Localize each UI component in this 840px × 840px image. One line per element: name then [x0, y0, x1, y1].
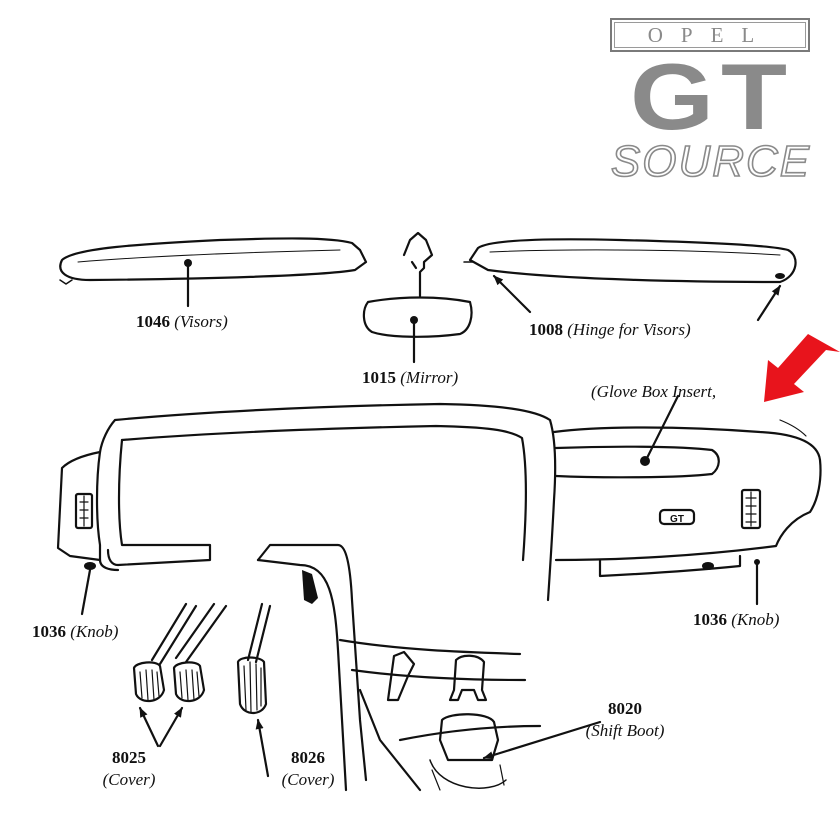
logo-source-text: SOURCE [610, 137, 812, 187]
dashboard-drawing [56, 402, 822, 792]
cover-8025-arrow-a [138, 706, 160, 748]
part-number-shift-boot: 8020 [608, 699, 642, 718]
label-cover-8025: 8025 (Cover) [92, 749, 166, 788]
part-desc-hinge: (Hinge for Visors) [567, 320, 691, 339]
cover-8026-arrow [255, 718, 270, 778]
label-knob-right: 1036 (Knob) [693, 611, 779, 628]
part-number-mirror: 1015 [362, 368, 396, 387]
part-number-knob-right: 1036 [693, 610, 727, 629]
label-shift-boot: 8020 (Shift Boot) [570, 700, 680, 739]
leader-lines [80, 262, 782, 778]
logo-opel-text: OPEL [610, 18, 810, 52]
part-desc-glove-box: (Glove Box Insert, [591, 382, 717, 401]
part-desc-visors: (Visors) [174, 312, 228, 331]
part-desc-knob-left: (Knob) [70, 622, 119, 641]
part-number-cover-8025: 8025 [112, 748, 146, 767]
label-hinge: 1008 (Hinge for Visors) [529, 321, 691, 338]
part-desc-knob-right: (Knob) [731, 610, 780, 629]
highlight-arrow-icon [764, 334, 840, 402]
part-desc-cover-8026: (Cover) [281, 770, 335, 789]
hinge-arrow-left [492, 274, 532, 314]
mirror-marker-dot [410, 316, 418, 324]
part-desc-mirror: (Mirror) [400, 368, 459, 387]
dash-badge-text: GT [670, 514, 684, 525]
logo-gt-text: GT [630, 44, 794, 149]
pedals-drawing [132, 602, 272, 715]
part-desc-shift-boot: (Shift Boot) [585, 721, 665, 740]
part-desc-cover-8025: (Cover) [102, 770, 156, 789]
label-glove-box: (Glove Box Insert, [591, 383, 716, 400]
visor-left-drawing [59, 237, 368, 285]
opel-gt-source-logo: OPEL GT SOURCE [596, 14, 826, 186]
label-knob-left: 1036 (Knob) [32, 623, 118, 640]
part-number-knob-left: 1036 [32, 622, 66, 641]
part-number-hinge: 1008 [529, 320, 563, 339]
label-mirror: 1015 (Mirror) [362, 369, 458, 386]
label-visors: 1046 (Visors) [136, 313, 228, 330]
hinge-arrow-right [756, 284, 782, 322]
label-cover-8026: 8026 (Cover) [271, 749, 345, 788]
part-number-cover-8026: 8026 [291, 748, 325, 767]
knob-left-leader [80, 568, 92, 616]
part-number-visors: 1046 [136, 312, 170, 331]
shift-boot-arrow [482, 720, 602, 760]
glove-box-leader [643, 394, 680, 464]
visor-right-drawing [463, 238, 797, 284]
mirror-drawing [362, 231, 473, 338]
cover-8025-arrow-b [158, 706, 184, 748]
